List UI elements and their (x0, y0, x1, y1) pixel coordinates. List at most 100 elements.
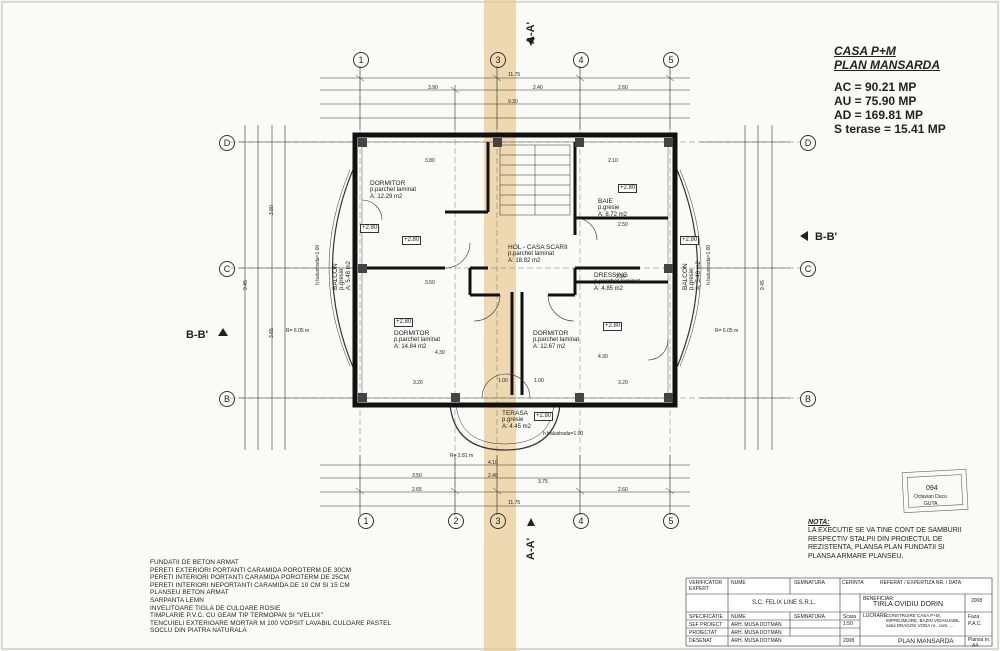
section-aa-top: A-A' (525, 21, 537, 44)
construction-notes: FUNDATII DE BETON ARMAT PERETI EXTERIORI… (150, 559, 391, 635)
axis-2-bottom: 2 (448, 513, 464, 529)
title-line1: CASA P+M (834, 44, 896, 58)
door-swings (361, 199, 669, 399)
level-marker: +2.80 (394, 318, 414, 327)
cart-faza-label: Faza (968, 614, 980, 620)
outer-walls (352, 132, 678, 408)
room-name: HOL - CASA SCARII (508, 244, 568, 251)
cart-referat: REFERAT / EXPERTIZA NR. / DATA (880, 580, 962, 586)
note-line: SOCLU DIN PIATRA NATURALA (150, 627, 247, 635)
room-balcon-left: BALCON p.gresie A: 5.48 m2 (332, 261, 353, 290)
balcony-right (674, 164, 698, 373)
room-floor: p.parchet laminat (508, 251, 555, 257)
room-name: BALCON (332, 263, 339, 290)
note-line: PERETI EXTERIORI PORTANTI CARAMIDA POROT… (150, 566, 352, 574)
room-floor: p.parchet laminat (370, 187, 417, 193)
dim-bot-d: 2.65 (412, 487, 422, 493)
room-area: A: 18.92 m2 (508, 258, 541, 264)
cart-beneficiar-label: BENEFICIAR: (863, 596, 895, 602)
nota-line: REZISTENTA, PLANSA PLAN FUNDATII SI (808, 544, 945, 552)
balcony-left (331, 164, 356, 373)
cart-plansa: PLAN MANSARDA (898, 638, 954, 645)
room-name: BALCON (682, 263, 689, 290)
room-name: DORMITOR (394, 330, 430, 337)
room-dormitor-2: DORMITOR p.parchet laminat A: 14.84 m2 (394, 330, 440, 351)
cartouche-grid (685, 577, 993, 647)
area-au: AU = 75.90 MP (834, 94, 917, 108)
dim-top-a: 3.90 (428, 85, 438, 91)
room-name: BAIE (598, 198, 613, 205)
dim-bot-f: 4.10 (488, 460, 498, 466)
dim-right-total: 9.45 (760, 280, 766, 290)
area-ac: AC = 90.21 MP (834, 80, 917, 94)
interior-walls (360, 142, 668, 395)
cart-sef: SEF PROIECT (689, 622, 723, 628)
stamp-sub: GUTA (924, 501, 938, 507)
level-marker: +2.80 (603, 322, 623, 331)
room-area: A: 8.72 m2 (598, 212, 628, 218)
dim-radius-terrace: R= 2.81 m (450, 453, 474, 459)
section-bb-left: B-B' (186, 329, 209, 341)
dim-bot-c: 3.75 (538, 479, 548, 485)
cart-desenat: DESENAT (689, 638, 713, 644)
dim-top-b: 2.40 (533, 85, 543, 91)
level-marker: +2.80 (360, 224, 380, 233)
cart-lucrare: CONSTRUIRE CASA P+M, IMPREJMUIRE, BAZIN … (886, 613, 960, 628)
railing-left: h balustrada=1.00 (315, 244, 321, 285)
cart-firm: S.C. FELIX LINE S.R.L. (752, 600, 816, 606)
room-name: DORMITOR (370, 180, 406, 187)
cart-lucrare-label: LUCRARE: (863, 613, 889, 619)
room-balcon-right: BALCON p.gresie A: 5.48 m2 (682, 261, 703, 290)
cart-proiectat: PROIECTAT (689, 630, 717, 636)
dim-inner: 2.10 (608, 158, 618, 164)
axis-3-bottom: 3 (490, 513, 506, 529)
dim-inner: 1.00 (534, 378, 544, 384)
axis-3-top: 3 (490, 52, 506, 68)
room-floor: p.gresie (689, 268, 695, 290)
note-line: TENCUIELI EXTERIOARE MORTAR M 100 VOPSIT… (150, 619, 392, 627)
level-marker: +2.80 (534, 412, 554, 421)
nota-block: NOTA: LA EXECUTIE SE VA TINE CONT DE SAM… (808, 519, 978, 561)
axis-D-left: D (219, 135, 235, 151)
railing-right: h balustrada=1.00 (706, 244, 712, 285)
note-line: INVELITOARE TIGLA DE CULOARE ROSIE (150, 604, 281, 612)
dim-top-row3: 9.30 (508, 99, 518, 105)
room-baie: BAIE p.gresie A: 8.72 m2 (598, 198, 627, 219)
room-floor: p.gresie (502, 417, 524, 423)
room-floor: p.parchet laminat (394, 337, 441, 343)
room-name: DORMITOR (533, 330, 569, 337)
axis-C-left: C (219, 261, 235, 277)
terrace-curve (449, 404, 561, 451)
dim-inner: 2.50 (616, 274, 626, 280)
axis-1-top: 1 (353, 52, 369, 68)
note-line: TIMPLARIE P.V.C. CU GEAM TIP TERMOPAN SI… (150, 612, 323, 620)
cart-verificator: VERIFICATOR EXPERT (689, 580, 723, 592)
room-dressing: DRESSING p.parchet laminat A: 4.85 m2 (594, 272, 640, 293)
level-marker: +2.80 (618, 184, 638, 193)
room-area: A: 12.67 m2 (533, 344, 566, 350)
dim-inner: 2.50 (618, 222, 628, 228)
cart-arh3: ARH. MUSA DOTMAN (731, 638, 782, 644)
room-area: A: 14.84 m2 (394, 344, 427, 350)
room-floor: p.gresie (339, 268, 345, 290)
axis-C-right: C (800, 261, 816, 277)
area-terase: S terase = 15.41 MP (834, 122, 946, 136)
room-name: DRESSING (594, 272, 628, 279)
section-bb-right: B-B' (815, 231, 838, 243)
cart-year-top: 2008 (971, 598, 983, 604)
dim-left-b: 3.65 (269, 328, 275, 338)
dim-top-total: 11.75 (508, 72, 521, 78)
axis-5-top: 5 (663, 52, 679, 68)
dim-bot-b: 2.40 (488, 473, 498, 479)
axis-B-right: B (800, 391, 816, 407)
staircase (499, 144, 571, 216)
dim-inner: 3.20 (618, 380, 628, 386)
cart-nume: NUME (731, 580, 746, 586)
room-hol: HOL - CASA SCARII p.parchet laminat A: 1… (508, 244, 568, 265)
room-area: A: 4.85 m2 (594, 286, 624, 292)
cart-arh1: ARH. MUSA DOTMAN (731, 622, 782, 628)
dim-left-a: 3.80 (269, 205, 275, 215)
title-line2: PLAN MANSARDA (834, 58, 940, 72)
dim-top-c: 2.60 (618, 85, 628, 91)
dim-bot-total: 11.75 (508, 500, 521, 506)
